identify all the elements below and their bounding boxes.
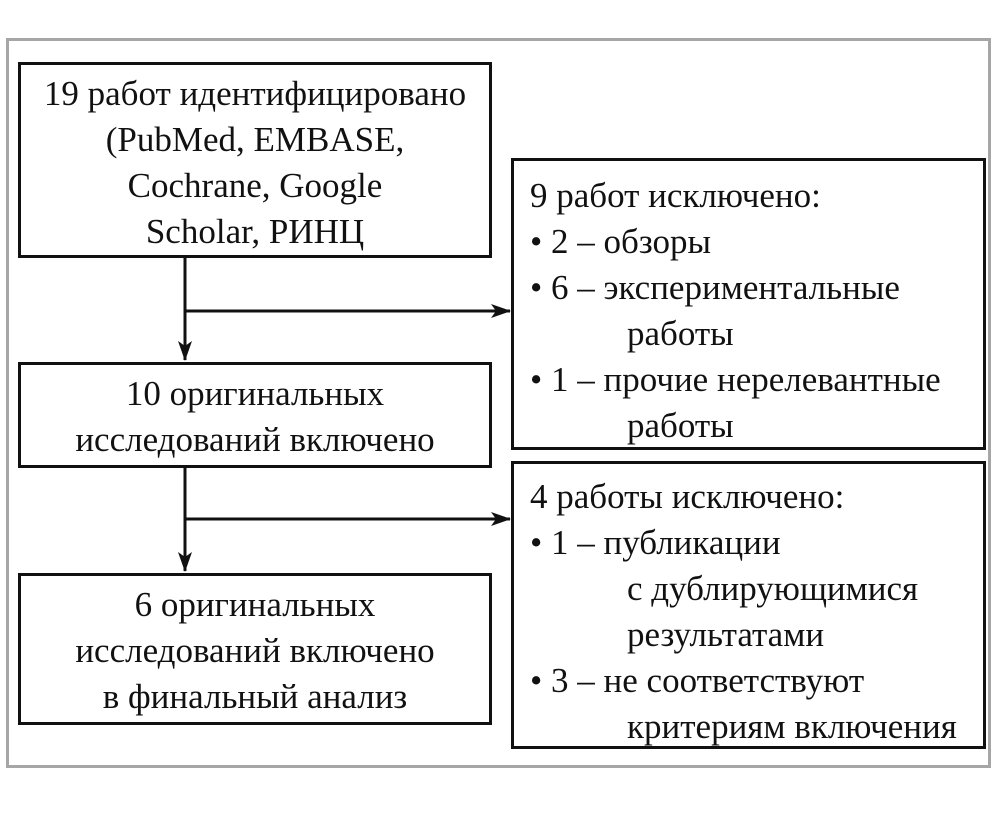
identified-line-2: (PubMed, EMBASE,: [105, 120, 405, 159]
included-final-line-3: в финальный анализ: [102, 677, 408, 716]
excluded-4-item-2-cont: критериям включения: [627, 707, 957, 746]
bullet: •: [530, 523, 543, 562]
bullet: •: [530, 268, 543, 307]
bullet: •: [530, 661, 543, 700]
excluded-9-item-2: • 6 – экспериментальные: [530, 265, 983, 311]
figure-frame: [6, 38, 991, 768]
excluded-4-title: 4 работы исключено:: [530, 477, 845, 516]
included-10-box: 10 оригинальных исследований включено: [18, 362, 492, 468]
excluded-9-item-3-cont: работы: [627, 406, 734, 445]
bullet: •: [530, 222, 543, 261]
identified-line-4: Scholar, РИНЦ: [145, 212, 365, 251]
excluded-4-item-1: • 1 – публикации: [530, 520, 983, 566]
identified-line-1: 19 работ идентифицировано: [43, 74, 467, 113]
excluded-4-box: 4 работы исключено: • 1 – публикации с д…: [511, 461, 986, 749]
identified-line-3: Cochrane, Google: [127, 166, 383, 205]
excluded-9-item-2-cont: работы: [627, 314, 734, 353]
excluded-9-item-3: • 1 – прочие нерелевантные: [530, 357, 983, 403]
excluded-9-item-1: • 2 – обзоры: [530, 219, 983, 265]
excluded-9-title: 9 работ исключено:: [530, 176, 821, 215]
excluded-4-item-1-text: 1 – публикации: [551, 523, 781, 562]
included-10-line-2: исследований включено: [75, 420, 435, 459]
included-final-line-2: исследований включено: [75, 631, 435, 670]
identified-box: 19 работ идентифицировано (PubMed, EMBAS…: [18, 62, 492, 258]
excluded-4-item-2-text: 3 – не соответствуют: [551, 661, 865, 700]
excluded-9-item-3-text: 1 – прочие нерелевантные: [551, 360, 941, 399]
excluded-4-item-2: • 3 – не соответствуют: [530, 658, 983, 704]
excluded-9-item-2-text: 6 – экспериментальные: [551, 268, 900, 307]
excluded-4-item-1-cont: с дублирующимися: [627, 569, 919, 608]
included-final-box: 6 оригинальных исследований включено в ф…: [18, 573, 492, 725]
excluded-4-item-1-cont2: результатами: [627, 615, 825, 654]
included-10-line-1: 10 оригинальных: [125, 374, 385, 413]
excluded-9-item-1-text: 2 – обзоры: [551, 222, 711, 261]
excluded-9-box: 9 работ исключено: • 2 – обзоры • 6 – эк…: [511, 158, 986, 450]
bullet: •: [530, 360, 543, 399]
included-final-line-1: 6 оригинальных: [134, 585, 376, 624]
